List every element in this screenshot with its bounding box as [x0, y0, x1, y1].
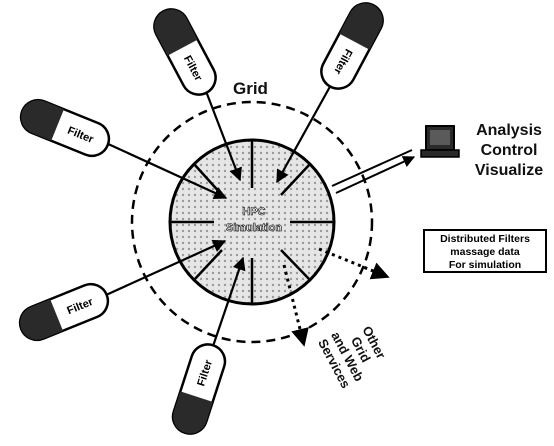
computer-icon [421, 126, 459, 157]
core-label-simulation: Simulation [226, 222, 283, 234]
visualize-line: Visualize [464, 161, 554, 181]
analysis-line: Analysis [464, 121, 554, 141]
note-line: For simulation [425, 259, 545, 272]
filter-capsule-left-lower: Filter [15, 279, 113, 345]
filter-capsule-top-right: Filter [315, 0, 388, 95]
grid-label: Grid [233, 79, 268, 98]
analysis-control-visualize-label: Analysis Control Visualize [464, 121, 554, 181]
filter-capsule-left-upper: Filter [16, 95, 114, 161]
control-line: Control [464, 141, 554, 161]
note-line: Distributed Filters [425, 233, 545, 246]
note-line: massage data [425, 246, 545, 259]
analysis-connector [332, 150, 414, 193]
filter-capsule-top-left: Filter [148, 3, 221, 100]
core-label-hpc: HPC [242, 206, 265, 218]
distributed-filters-note: Distributed Filters massage data For sim… [423, 229, 547, 273]
filter-capsule-bottom: Filter [169, 340, 230, 438]
